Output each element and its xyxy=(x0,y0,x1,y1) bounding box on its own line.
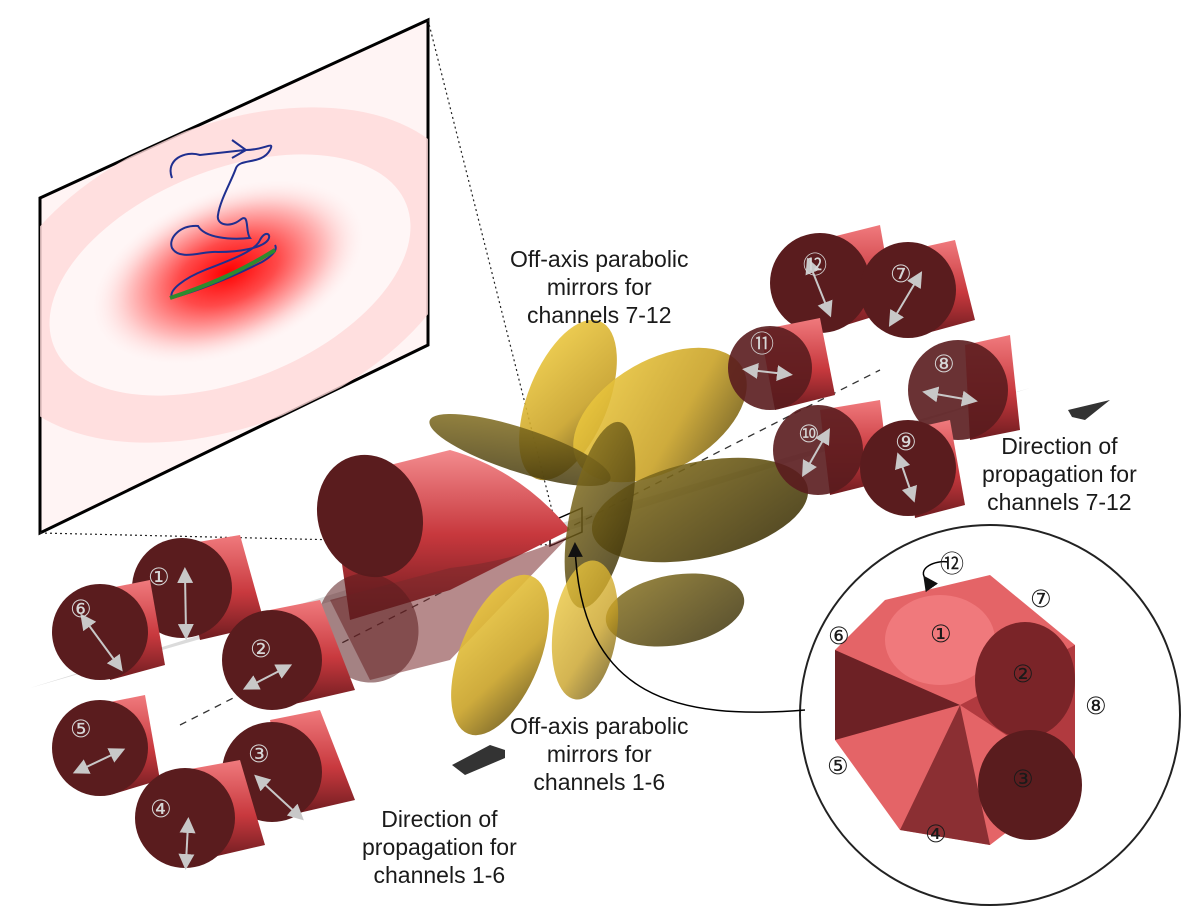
inset-label-12: ⑫ xyxy=(940,550,964,578)
channel-label-7: ⑦ xyxy=(890,260,912,288)
label-mirrors-7-12: Off-axis parabolic mirrors for channels … xyxy=(510,245,689,329)
green-trajectory xyxy=(169,248,277,300)
cylinder-channel-6 xyxy=(52,580,165,680)
zoom-line xyxy=(39,532,556,546)
cylinder-channel-12 xyxy=(770,225,895,333)
cylinder-channel-1 xyxy=(132,535,265,640)
cylinder-channel-11 xyxy=(728,318,835,410)
channel-label-9: ⑨ xyxy=(895,428,917,456)
cylinder-channel-7 xyxy=(860,240,975,338)
channel-label-8: ⑧ xyxy=(933,350,955,378)
channel-label-11: ⑪ xyxy=(750,330,774,358)
channel-label-12: ⑫ xyxy=(803,251,827,279)
inset-label-2: ② xyxy=(1012,660,1034,688)
channel-label-4: ④ xyxy=(150,795,172,823)
inset-label-1: ① xyxy=(930,620,952,648)
interaction-screen xyxy=(38,17,430,536)
inset-label-7: ⑦ xyxy=(1030,585,1052,613)
label-line: channels 7-12 xyxy=(987,489,1132,515)
channel-label-5: ⑤ xyxy=(70,715,92,743)
label-line: Off-axis parabolic xyxy=(510,246,689,272)
cylinder-channel-2 xyxy=(222,600,355,710)
central-cone-cylinder xyxy=(316,450,570,683)
label-line: propagation for xyxy=(982,461,1137,487)
label-line: channels 1-6 xyxy=(373,862,506,888)
direction-arrow-right xyxy=(1068,400,1110,420)
label-direction-1-6: Direction of propagation for channels 1-… xyxy=(362,805,517,889)
inset-magnified-view xyxy=(567,524,1181,906)
label-line: propagation for xyxy=(362,834,517,860)
label-line: mirrors for xyxy=(546,741,652,767)
channel-label-1: ① xyxy=(148,563,170,591)
label-mirrors-1-6: Off-axis parabolic mirrors for channels … xyxy=(510,712,689,796)
channel-label-10: ⑩ xyxy=(798,420,820,448)
inset-label-8: ⑧ xyxy=(1085,692,1107,720)
mirrors-channels-7-12 xyxy=(429,319,809,563)
cylinder-channel-5 xyxy=(52,695,160,796)
inset-pointer xyxy=(567,542,806,713)
label-line: channels 1-6 xyxy=(533,769,666,795)
cylinder-channel-9 xyxy=(860,420,965,518)
label-line: Direction of xyxy=(381,806,498,832)
inset-label-5: ⑤ xyxy=(827,752,849,780)
label-line: mirrors for xyxy=(546,274,652,300)
electron-trajectory xyxy=(169,139,277,300)
inset-label-3: ③ xyxy=(1012,765,1034,793)
channel-label-6: ⑥ xyxy=(70,595,92,623)
mirrors-channels-1-6 xyxy=(451,421,745,736)
label-line: channels 7-12 xyxy=(527,302,672,328)
label-line: Direction of xyxy=(1001,433,1118,459)
channel-label-2: ② xyxy=(250,635,272,663)
label-direction-7-12: Direction of propagation for channels 7-… xyxy=(982,432,1137,516)
label-line: Off-axis parabolic xyxy=(510,713,689,739)
cylinder-channel-4 xyxy=(135,760,265,870)
inset-label-4: ④ xyxy=(925,820,947,848)
direction-arrow-left xyxy=(452,745,505,775)
cylinder-channel-8 xyxy=(908,335,1020,440)
channel-label-3: ③ xyxy=(248,740,270,768)
inset-label-6: ⑥ xyxy=(828,622,850,650)
